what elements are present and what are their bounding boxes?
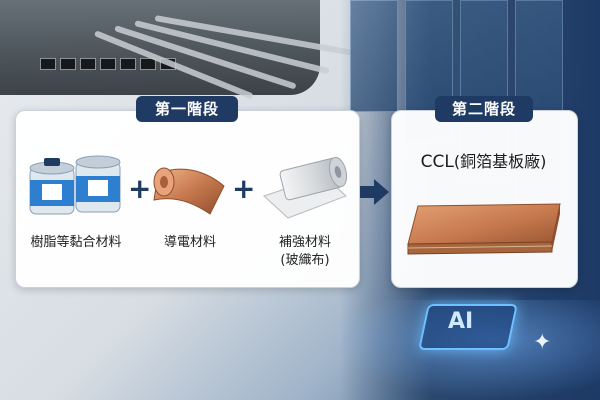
switch-port — [140, 58, 156, 70]
item-glass-label-line2: (玻織布) — [280, 253, 330, 268]
plus-icon: + — [128, 172, 152, 205]
switch-port — [60, 58, 76, 70]
switch-port — [100, 58, 116, 70]
resin-canisters-image — [29, 155, 121, 215]
ccl-title: CCL(銅箔基板廠) — [391, 148, 576, 172]
arrow-right-icon — [360, 179, 389, 205]
ccl-board-image — [407, 203, 561, 255]
server-rack — [350, 0, 398, 112]
glass-fabric-image — [263, 156, 348, 219]
stage2-title: 第二階段 — [435, 96, 533, 122]
switch-port — [120, 58, 136, 70]
stage2-panel — [391, 110, 578, 288]
item-resin-label: 樹脂等黏合材料 — [30, 235, 122, 250]
ccl-product-subtitle: (銅箔基板廠) — [453, 152, 547, 171]
copper-foil-image — [153, 167, 225, 215]
plus-icon: + — [232, 172, 256, 205]
canister-icon — [29, 158, 75, 215]
ai-chip-label: AI — [448, 309, 474, 334]
item-copper-label: 導電材料 — [163, 235, 216, 250]
canister-icon — [75, 155, 121, 213]
ccl-product-title: CCL — [420, 152, 454, 172]
item-resin: 樹脂等黏合材料 — [20, 234, 132, 252]
item-glass: 補強材料 (玻織布) — [262, 234, 348, 270]
switch-port — [80, 58, 96, 70]
stage1-title: 第一階段 — [136, 96, 238, 122]
item-glass-label-line1: 補強材料 — [278, 235, 331, 250]
switch-port — [40, 58, 56, 70]
item-copper: 導電材料 — [150, 234, 230, 252]
sparkle-icon: ✦ — [533, 330, 552, 355]
